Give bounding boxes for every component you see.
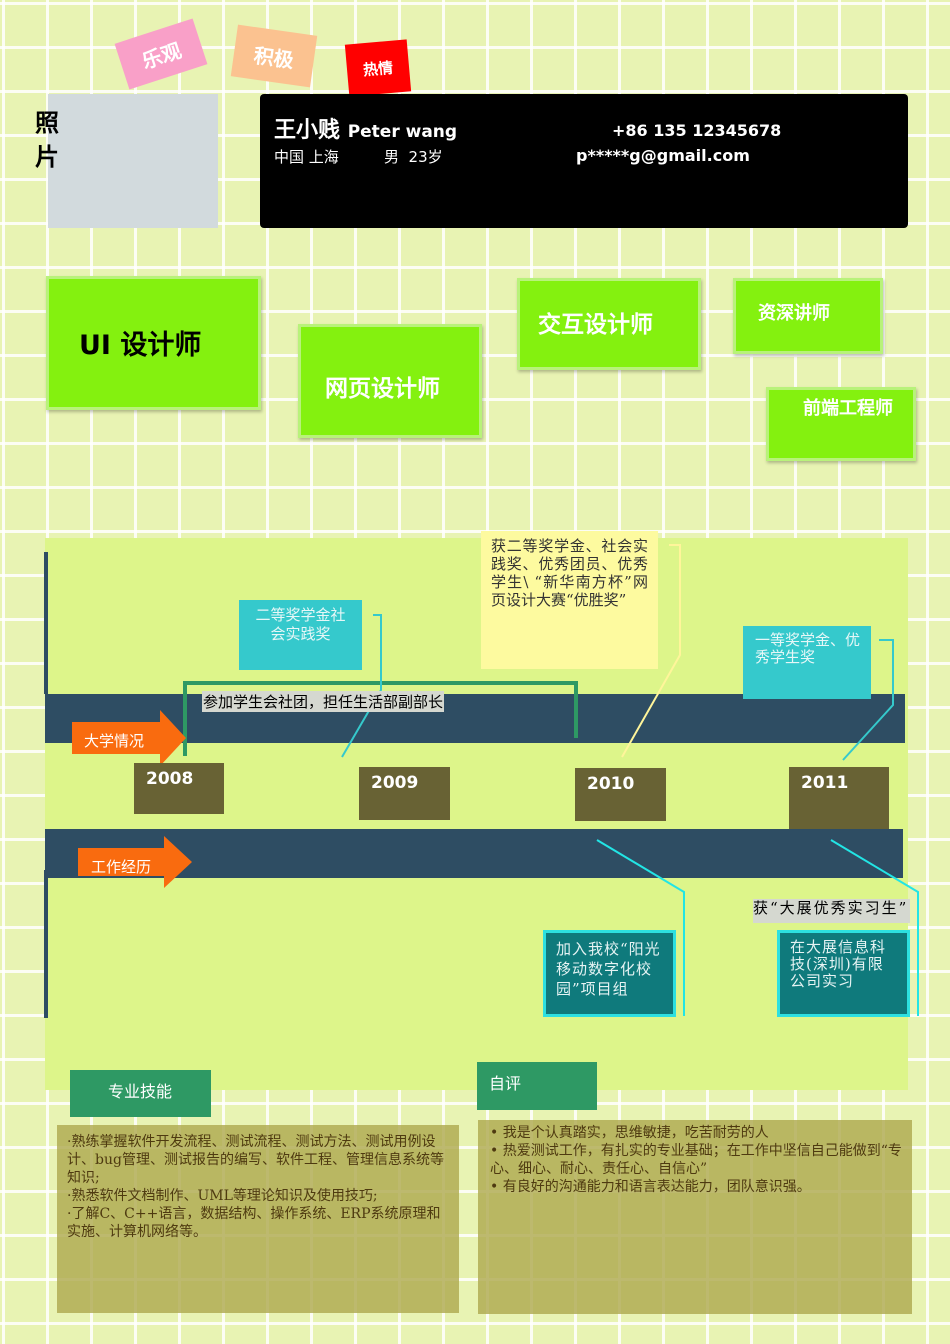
email[interactable]: p*****g@gmail.com: [576, 146, 750, 165]
connector-2011: [842, 639, 894, 761]
work-2011-award: 获“大展优秀实习生”: [753, 899, 910, 923]
award-2010: 获二等奖学金、社会实践奖、优秀团员、优秀学生\ “新华南方杯”网页设计大赛“优胜…: [481, 531, 658, 669]
connector-work-2010: [596, 839, 685, 1016]
award-2011: 一等奖学金、优秀学生奖: [743, 626, 871, 699]
self-eval-panel: • 我是个认真踏实，思维敏捷，吃苦耐劳的人 • 热爱测试工作，有扎实的专业基础；…: [478, 1120, 912, 1314]
year-2008: 2008: [134, 763, 224, 814]
school-arrow-shape: [72, 710, 186, 766]
connector-2009: [341, 614, 382, 758]
skill-item: ·熟练掌握软件开发流程、测试流程、测试方法、测试用例设计、bug管理、测试报告的…: [67, 1134, 444, 1186]
self-eval-title: 自评: [477, 1062, 597, 1110]
photo-label: 照: [35, 109, 59, 137]
header-card: 王小贱 Peter wang 中国 上海 男 23岁 +86 135 12345…: [260, 94, 908, 228]
year-2009: 2009: [359, 767, 450, 820]
connector-work-2011: [830, 839, 919, 1016]
photo-placeholder: 照 片: [35, 94, 218, 228]
year-2010: 2010: [575, 768, 666, 821]
gender-age: 男 23岁: [384, 148, 443, 166]
role-senior-lecturer: 资深讲师: [733, 278, 883, 354]
name: 王小贱 Peter wang: [274, 112, 457, 144]
connector-2010: [621, 544, 681, 758]
role-ui-designer: UI 设计师: [46, 276, 261, 410]
school-bar: [45, 694, 905, 743]
year-2011: 2011: [789, 767, 889, 829]
photo-label: 片: [35, 143, 59, 171]
role-web-designer: 网页设计师: [298, 324, 482, 438]
location: 中国 上海: [274, 148, 339, 166]
work-2010: 加入我校“阳光移动数字化校园”项目组: [543, 930, 676, 1017]
name-cn: 王小贱: [274, 118, 341, 143]
club-text: 参加学生会社团，担任生活部副部长: [202, 691, 445, 712]
work-bar: [45, 829, 903, 878]
skill-item: ·了解C、C++语言，数据结构、操作系统、ERP系统原理和实施、计算机网络等。: [67, 1206, 441, 1240]
self-eval-item: • 热爱测试工作，有扎实的专业基础；在工作中坚信自己能做到“专心、细心、耐心、责…: [490, 1143, 902, 1177]
award-2009: 二等奖学金社会实践奖: [239, 600, 362, 670]
work-arrow-shape: [78, 836, 192, 888]
phone: +86 135 12345678: [612, 121, 782, 140]
skills-panel: ·熟练掌握软件开发流程、测试流程、测试方法、测试用例设计、bug管理、测试报告的…: [57, 1125, 459, 1313]
skills-title: 专业技能: [70, 1070, 211, 1117]
school-label: 大学情况: [84, 732, 145, 750]
left-rule: [44, 552, 48, 694]
self-eval-item: • 有良好的沟通能力和语言表达能力，团队意识强。: [490, 1179, 811, 1195]
role-interaction-designer: 交互设计师: [517, 278, 701, 370]
work-2011: 在大展信息科技(深圳)有限公司实习: [777, 930, 910, 1017]
name-en: Peter wang: [347, 122, 458, 142]
role-frontend-engineer: 前端工程师: [766, 387, 916, 461]
work-label: 工作经历: [91, 858, 152, 876]
self-eval-item: • 我是个认真踏实，思维敏捷，吃苦耐劳的人: [490, 1125, 769, 1141]
skill-item: ·熟悉软件文档制作、UML等理论知识及使用技巧;: [67, 1188, 378, 1204]
left-rule: [44, 870, 48, 1018]
